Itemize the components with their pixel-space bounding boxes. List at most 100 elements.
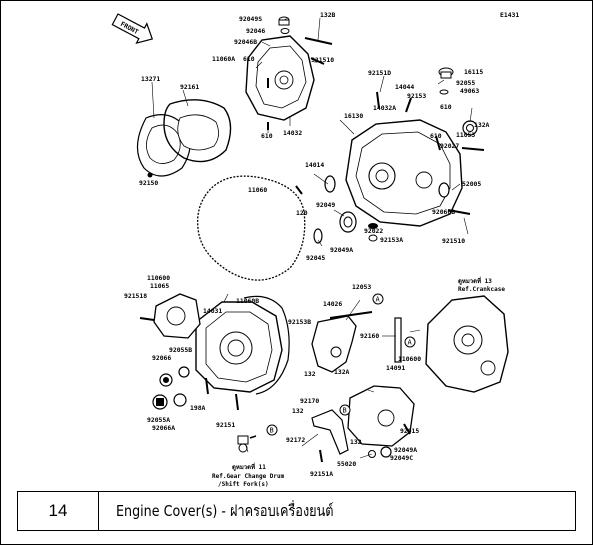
part-label: 92055B [169, 346, 192, 354]
part-label: 92027 [440, 142, 459, 150]
caption-box: 14 Engine Cover(s) - ฝาครอบเครื่องยนต์ [17, 491, 576, 531]
part-label: 92153A [380, 236, 403, 244]
part-label: 921510 [311, 56, 334, 64]
part-label: 92150 [139, 179, 158, 187]
shift-mechanism [311, 311, 373, 373]
part-label: 92151 [216, 421, 235, 429]
part-label: 132A [474, 121, 490, 129]
part-label: 110600 [398, 355, 421, 363]
part-label: 921510 [442, 237, 465, 245]
svg-text:A: A [408, 339, 413, 347]
part-label: 132 [350, 438, 362, 446]
section-title: Engine Cover(s) - ฝาครอบเครื่องยนต์ [116, 502, 334, 520]
part-label: 610 [243, 55, 255, 63]
svg-text:A: A [376, 296, 381, 304]
part-label: 92066 [152, 354, 171, 362]
circle-marker-a-1: A [372, 293, 384, 305]
part-label: 610 [430, 132, 442, 140]
circle-marker-b-1: B [266, 424, 278, 436]
part-label: 92170 [300, 397, 319, 405]
part-label: 92015 [400, 427, 419, 435]
crankcase-ref-th: ดูหมวดที่ 13 [458, 276, 492, 286]
part-label: 92151D [368, 69, 391, 77]
part-label: 11060B [236, 297, 259, 305]
part-label: 92046B [234, 38, 257, 46]
part-label: 110600 [147, 274, 170, 282]
part-label: 12053 [352, 283, 371, 291]
part-label: 92172 [286, 436, 305, 444]
part-label: 198A [190, 404, 206, 412]
crankcase-ref-drawing [425, 295, 509, 393]
cover-14032 [245, 35, 315, 121]
diagram-code: E1431 [500, 11, 519, 19]
drum-ref-th: ดูหมวดที่ 11 [232, 462, 266, 472]
section-number: 14 [18, 492, 99, 530]
cover-14032A [345, 119, 463, 227]
part-label: 92045 [306, 254, 325, 262]
leader-lines [151, 17, 473, 459]
circle-marker-a-2: A [404, 336, 416, 348]
part-label: 92160 [360, 332, 379, 340]
part-label: 92022 [364, 227, 383, 235]
part-label: 92153B [288, 318, 311, 326]
cover-14031 [195, 301, 283, 393]
part-label: 14032 [283, 129, 302, 137]
part-label: 92055A [147, 416, 170, 424]
part-label: 132 [304, 370, 316, 378]
part-label: 11060 [248, 186, 267, 194]
part-label: 92055 [456, 79, 475, 87]
pulser-plate-13271 [136, 114, 191, 178]
shift-drum-part [237, 435, 257, 453]
part-label: 92049S [239, 15, 262, 23]
part-label: 92151A [310, 470, 333, 478]
cover-14091 [347, 385, 415, 447]
part-label: 132 [292, 407, 304, 415]
part-label: 49063 [460, 87, 479, 95]
part-label: 92066B [432, 208, 455, 216]
part-label: 92066A [152, 424, 175, 432]
part-label: 11065 [150, 282, 169, 290]
part-label: 921518 [124, 292, 147, 300]
part-label: 11053 [456, 131, 475, 139]
part-label: 14044 [395, 83, 414, 91]
drum-ref-line2: /Shift Fork(s) [218, 481, 269, 488]
part-label: 132B [320, 11, 336, 19]
part-label: 92049C [390, 454, 413, 462]
front-arrow-icon: FRONT [111, 13, 154, 45]
part-labels: 92049S 132B 92046 92046B 11060A 610 9215… [124, 11, 490, 478]
cover-11065 [153, 293, 201, 339]
part-label: 14014 [305, 161, 324, 169]
part-label: 92046 [246, 27, 265, 35]
drum-ref-line1: Ref.Gear Change Drum [212, 473, 285, 480]
part-label: 14031 [203, 307, 222, 315]
part-label: 92161 [180, 83, 199, 91]
part-label: 14091 [386, 364, 405, 372]
crankcase-ref: Ref.Crankcase [458, 286, 505, 293]
part-label: 610 [261, 132, 273, 140]
part-label: 13271 [141, 75, 160, 83]
gasket-11060 [197, 175, 306, 281]
svg-text:B: B [343, 407, 347, 415]
part-label: 132A [334, 368, 350, 376]
part-label: 55020 [337, 460, 356, 468]
pin-92160 [394, 317, 402, 363]
part-label: 16130 [344, 112, 363, 120]
oil-filler-cap [438, 67, 454, 95]
part-label: 92049A [330, 246, 353, 254]
gasket-92161 [163, 99, 232, 163]
circle-marker-b-2: B [339, 404, 351, 416]
part-label: 52005 [462, 180, 481, 188]
part-label: 92153 [407, 92, 426, 100]
part-label: 610 [440, 103, 452, 111]
bolts-upper [267, 57, 485, 215]
part-label: 92049A [394, 446, 417, 454]
part-label: 11060A [212, 55, 235, 63]
part-label: 92049 [316, 201, 335, 209]
part-label: 120 [296, 209, 308, 217]
part-label: 14026 [323, 300, 342, 308]
part-label: 16115 [464, 68, 483, 76]
svg-text:B: B [270, 427, 274, 435]
part-label: 14032A [373, 104, 396, 112]
lever-55020 [311, 409, 349, 455]
